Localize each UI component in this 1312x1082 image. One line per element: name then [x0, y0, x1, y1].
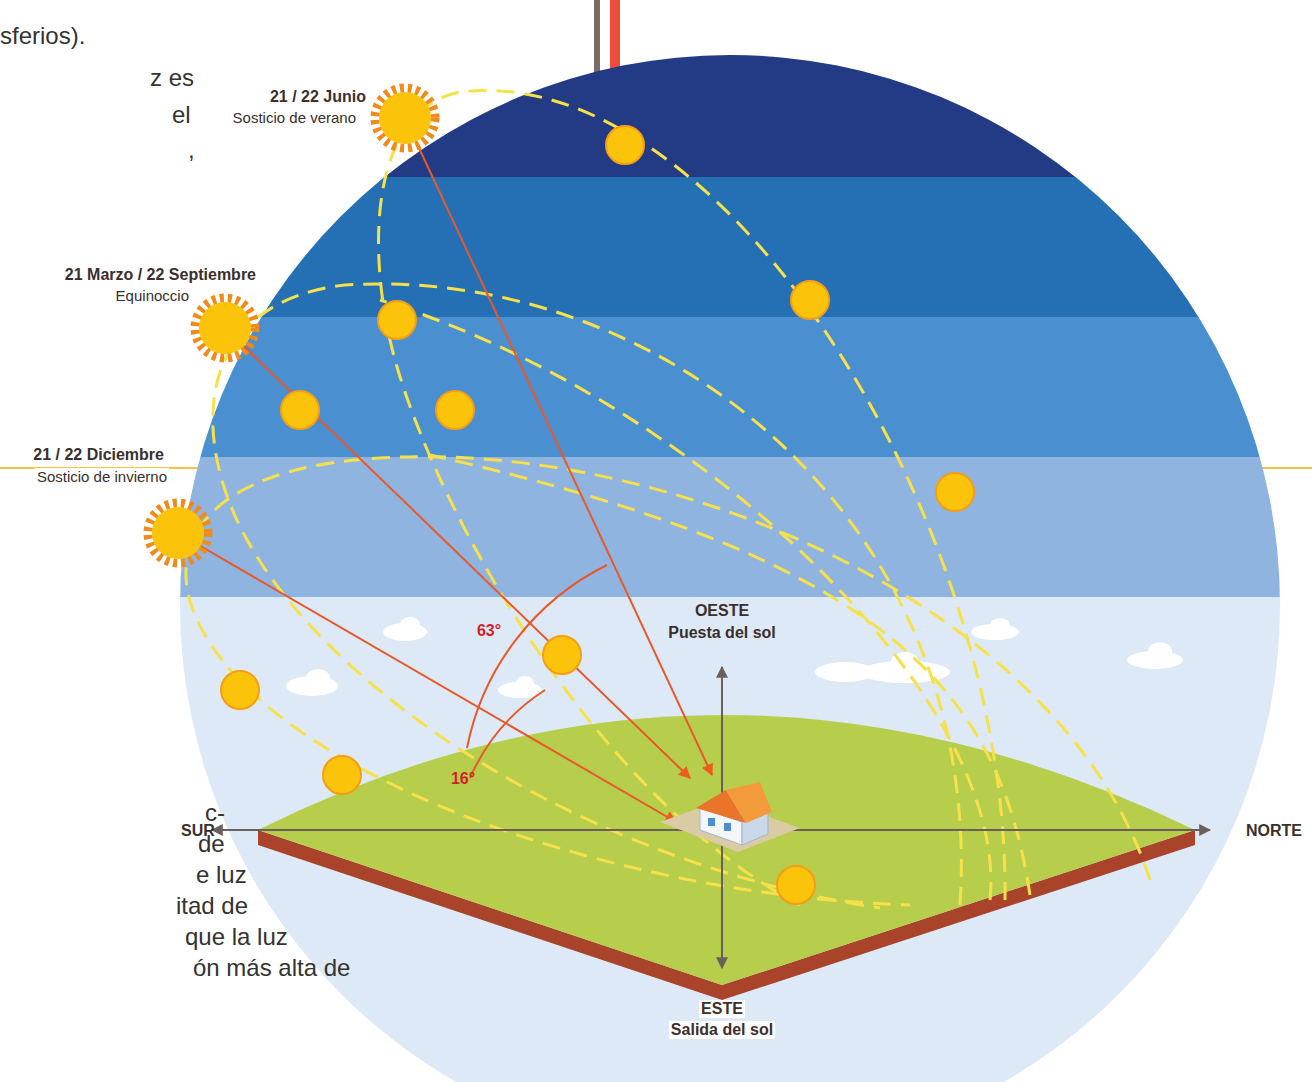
label-text: el	[172, 101, 191, 129]
label-text: e luz	[196, 861, 247, 889]
label-text: Puesta del sol	[668, 624, 776, 642]
label-text: z es	[150, 64, 194, 92]
label-text: ,	[188, 136, 195, 164]
label-text: Sosticio de invierno	[35, 468, 169, 485]
house-icon	[660, 782, 800, 852]
label-text: OESTE	[695, 602, 749, 620]
label-text: 21 Marzo / 22 Septiembre	[65, 266, 256, 284]
label-text: 21 / 22 Diciembre	[31, 446, 166, 464]
label-text: Salida del sol	[669, 1021, 775, 1039]
solstice-suns	[148, 88, 435, 563]
label-text: que la luz	[185, 923, 288, 951]
sun-positions	[221, 126, 974, 904]
label-text: 63°	[477, 622, 501, 640]
clouds	[286, 617, 1183, 698]
label-text: sferios).	[0, 22, 85, 50]
sun-rays	[178, 118, 712, 822]
label-text: SUR	[181, 822, 215, 840]
label-text: 16°	[451, 770, 475, 788]
label-text: NORTE	[1246, 822, 1302, 840]
compass-axes	[212, 667, 1210, 968]
label-text: ESTE	[699, 1000, 745, 1018]
sky-dome	[170, 50, 1290, 1082]
label-text: Sosticio de verano	[233, 109, 356, 126]
label-text: 21 / 22 Junio	[270, 88, 366, 106]
label-text: Equinoccio	[116, 287, 189, 304]
sun-paths	[186, 90, 1150, 908]
label-text: itad de	[176, 892, 248, 920]
label-text: ón más alta de	[193, 954, 350, 982]
